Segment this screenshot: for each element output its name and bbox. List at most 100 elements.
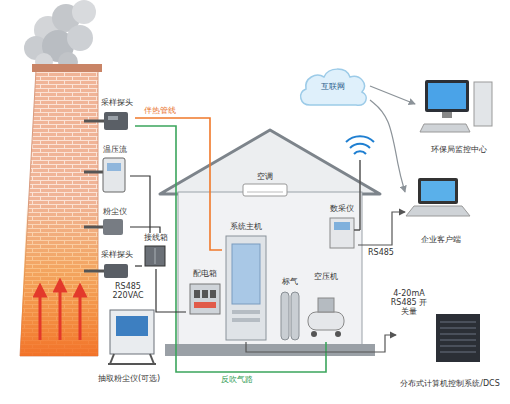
node-label: 接线箱	[144, 233, 168, 242]
connector	[370, 100, 405, 192]
host-cabinet-part	[232, 318, 260, 322]
flow-meter	[84, 158, 125, 192]
dust-meter: 粉尘仪	[100, 207, 130, 239]
extraction-dust-meter-part	[108, 363, 156, 365]
chimney-part	[59, 285, 62, 340]
host-cabinet-part	[232, 310, 260, 314]
probe-device-part	[84, 120, 104, 123]
node-label: 空压机	[314, 272, 338, 281]
monitor-computer-part	[442, 112, 452, 118]
flow-meter-part	[107, 163, 121, 171]
node-label: 企业客户端	[421, 235, 461, 244]
air-compressor	[308, 298, 344, 337]
node-label: 温压流	[103, 145, 127, 154]
air-conditioner: 空调	[240, 172, 290, 198]
sampling-probe: 采样探头	[99, 250, 135, 280]
monitor-computer-part	[428, 83, 466, 109]
extraction-dust-meter-part	[110, 310, 154, 354]
laptop-part	[418, 178, 458, 204]
node-label: 互联网	[321, 82, 345, 91]
laptop	[406, 178, 470, 216]
data-logger-part	[346, 136, 374, 142]
laptop-part	[421, 181, 455, 201]
dcs-rack-part	[440, 352, 476, 353]
flow-meter-part	[103, 158, 125, 192]
probe-device-part	[84, 270, 104, 273]
connector	[135, 118, 222, 250]
node-label: 采样探头	[101, 250, 133, 259]
host-cabinet-part	[226, 236, 266, 340]
edge-label: 4-20mA RS485 开关量	[388, 289, 430, 316]
cloud-outline	[301, 69, 367, 105]
probe-device-part	[108, 116, 118, 120]
data-logger-part	[354, 151, 366, 154]
flow-meter-part	[84, 171, 103, 174]
data-logger-part	[350, 144, 370, 148]
air-compressor-part	[318, 298, 334, 312]
data-logger-part	[359, 160, 361, 230]
host-cabinet-part	[232, 244, 260, 304]
air-compressor-part	[311, 331, 317, 337]
power-box	[190, 284, 220, 314]
power-box-part	[194, 302, 216, 308]
laptop: 企业客户端	[405, 172, 477, 244]
probe-device-part	[104, 264, 128, 278]
chimney-part	[79, 290, 82, 340]
monitor-computer	[420, 80, 492, 132]
chimney-part	[20, 200, 98, 356]
power-box: 配电箱	[186, 269, 224, 319]
host-cabinet	[226, 236, 266, 340]
data-logger-part	[330, 218, 354, 248]
building-part	[165, 344, 375, 356]
connector	[135, 126, 326, 372]
extraction-dust-meter-part	[110, 354, 114, 364]
data-logger	[330, 136, 374, 248]
flow-meter: 温压流	[100, 145, 130, 195]
smoke-part	[72, 0, 96, 24]
gas-cylinder-part	[291, 292, 299, 340]
edge-label: 反吹气路	[215, 375, 259, 384]
chimney-part	[20, 70, 98, 356]
node-label: 配电箱	[193, 269, 217, 278]
probe-device-part	[104, 112, 128, 130]
dcs-rack-part	[436, 314, 480, 362]
dcs-rack-part	[440, 322, 476, 323]
air-compressor-part	[308, 312, 344, 330]
edge-label: RS485 220VAC	[108, 282, 148, 300]
gas-cylinder	[281, 292, 299, 340]
extraction-dust-meter: 抽取粉尘仪(可选)	[96, 305, 162, 383]
dust-meter-part	[84, 226, 103, 229]
junction-box: 接线箱	[142, 233, 170, 269]
air-compressor-part	[335, 331, 341, 337]
data-logger: 数采仪	[326, 204, 358, 252]
connector	[130, 176, 150, 233]
connector	[358, 212, 405, 245]
air-conditioner	[243, 184, 287, 196]
monitor-computer-part	[474, 82, 492, 126]
node-label: 环保局监控中心	[431, 145, 487, 154]
smoke-part	[67, 25, 93, 51]
node-label: 分布式计算机控制系统/DCS	[400, 379, 500, 388]
building	[160, 130, 380, 356]
gas-cylinder: 标气	[278, 277, 302, 342]
chimney-part	[39, 290, 42, 340]
air-compressor: 空压机	[304, 272, 348, 342]
power-box-part	[190, 284, 220, 314]
data-logger-part	[334, 222, 350, 230]
dust-meter-part	[103, 219, 123, 235]
dust-meter	[84, 219, 123, 235]
node-label: 数采仪	[330, 204, 354, 213]
building-part	[178, 192, 362, 346]
internet-cloud: 互联网	[296, 64, 370, 108]
node-label: 系统主机	[230, 222, 262, 231]
extraction-dust-meter-part	[116, 316, 148, 336]
gas-cylinder-part	[281, 292, 289, 340]
dcs-rack-part	[440, 334, 476, 335]
data-logger-part	[354, 229, 360, 231]
monitor-computer-part	[425, 80, 469, 112]
smoke	[24, 0, 96, 72]
junction-box-part	[155, 248, 156, 264]
